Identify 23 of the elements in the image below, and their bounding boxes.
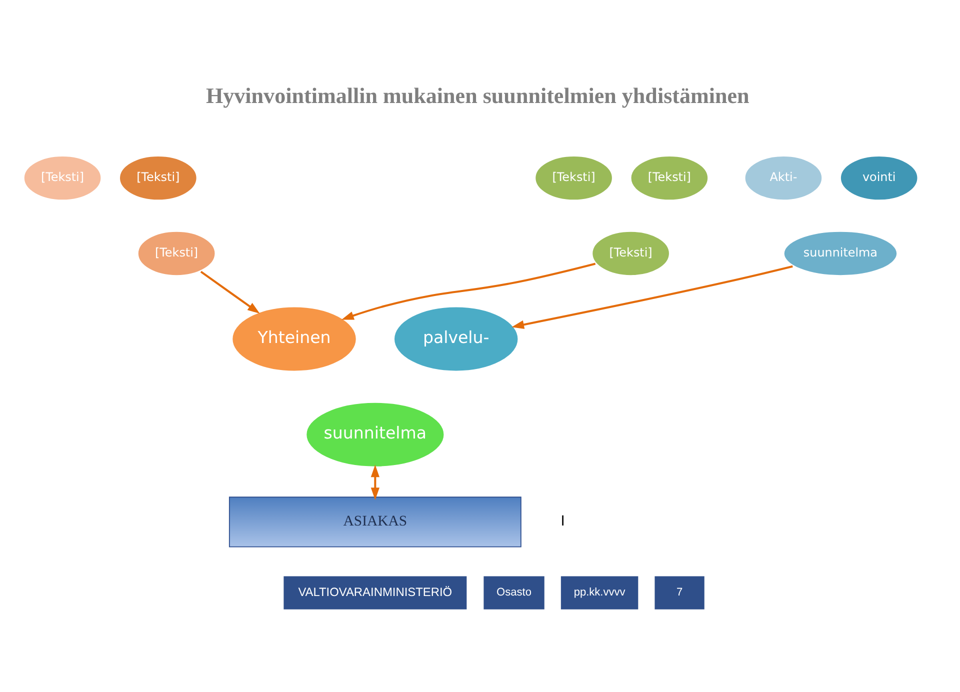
arrow — [341, 262, 596, 320]
label: I — [560, 513, 565, 530]
node-ellipse: vointi — [838, 154, 920, 202]
label: pp.kk.vvvv — [574, 586, 626, 599]
node-ellipse: [Teksti] — [136, 229, 218, 278]
node-ellipse: suunnitelma — [304, 400, 446, 470]
node-ellipse: [Teksti] — [117, 154, 200, 202]
node-box: ASIAKAS — [228, 496, 522, 548]
node-ellipse: [Teksti] — [532, 154, 615, 202]
label: 7 — [676, 586, 683, 599]
arrow — [200, 270, 260, 314]
node-ellipse: [Teksti] — [628, 154, 710, 202]
arrow — [512, 265, 793, 329]
node-ellipse: [Teksti] — [22, 154, 104, 202]
label: VALTIOVARAINMINISTERIÖ — [298, 584, 452, 599]
node-ellipse: Yhteinen — [230, 304, 359, 374]
diagram-title: Hyvinvointimallin mukainen suunnitelmien yhdistäminen — [206, 83, 750, 108]
arrow — [370, 464, 380, 500]
node-ellipse: palvelu- — [392, 304, 520, 374]
label: Osasto — [496, 586, 532, 599]
node-ellipse: suunnitelma — [782, 229, 900, 278]
node-ellipse: Akti- — [742, 154, 824, 202]
node-ellipse: [Teksti] — [590, 229, 672, 278]
